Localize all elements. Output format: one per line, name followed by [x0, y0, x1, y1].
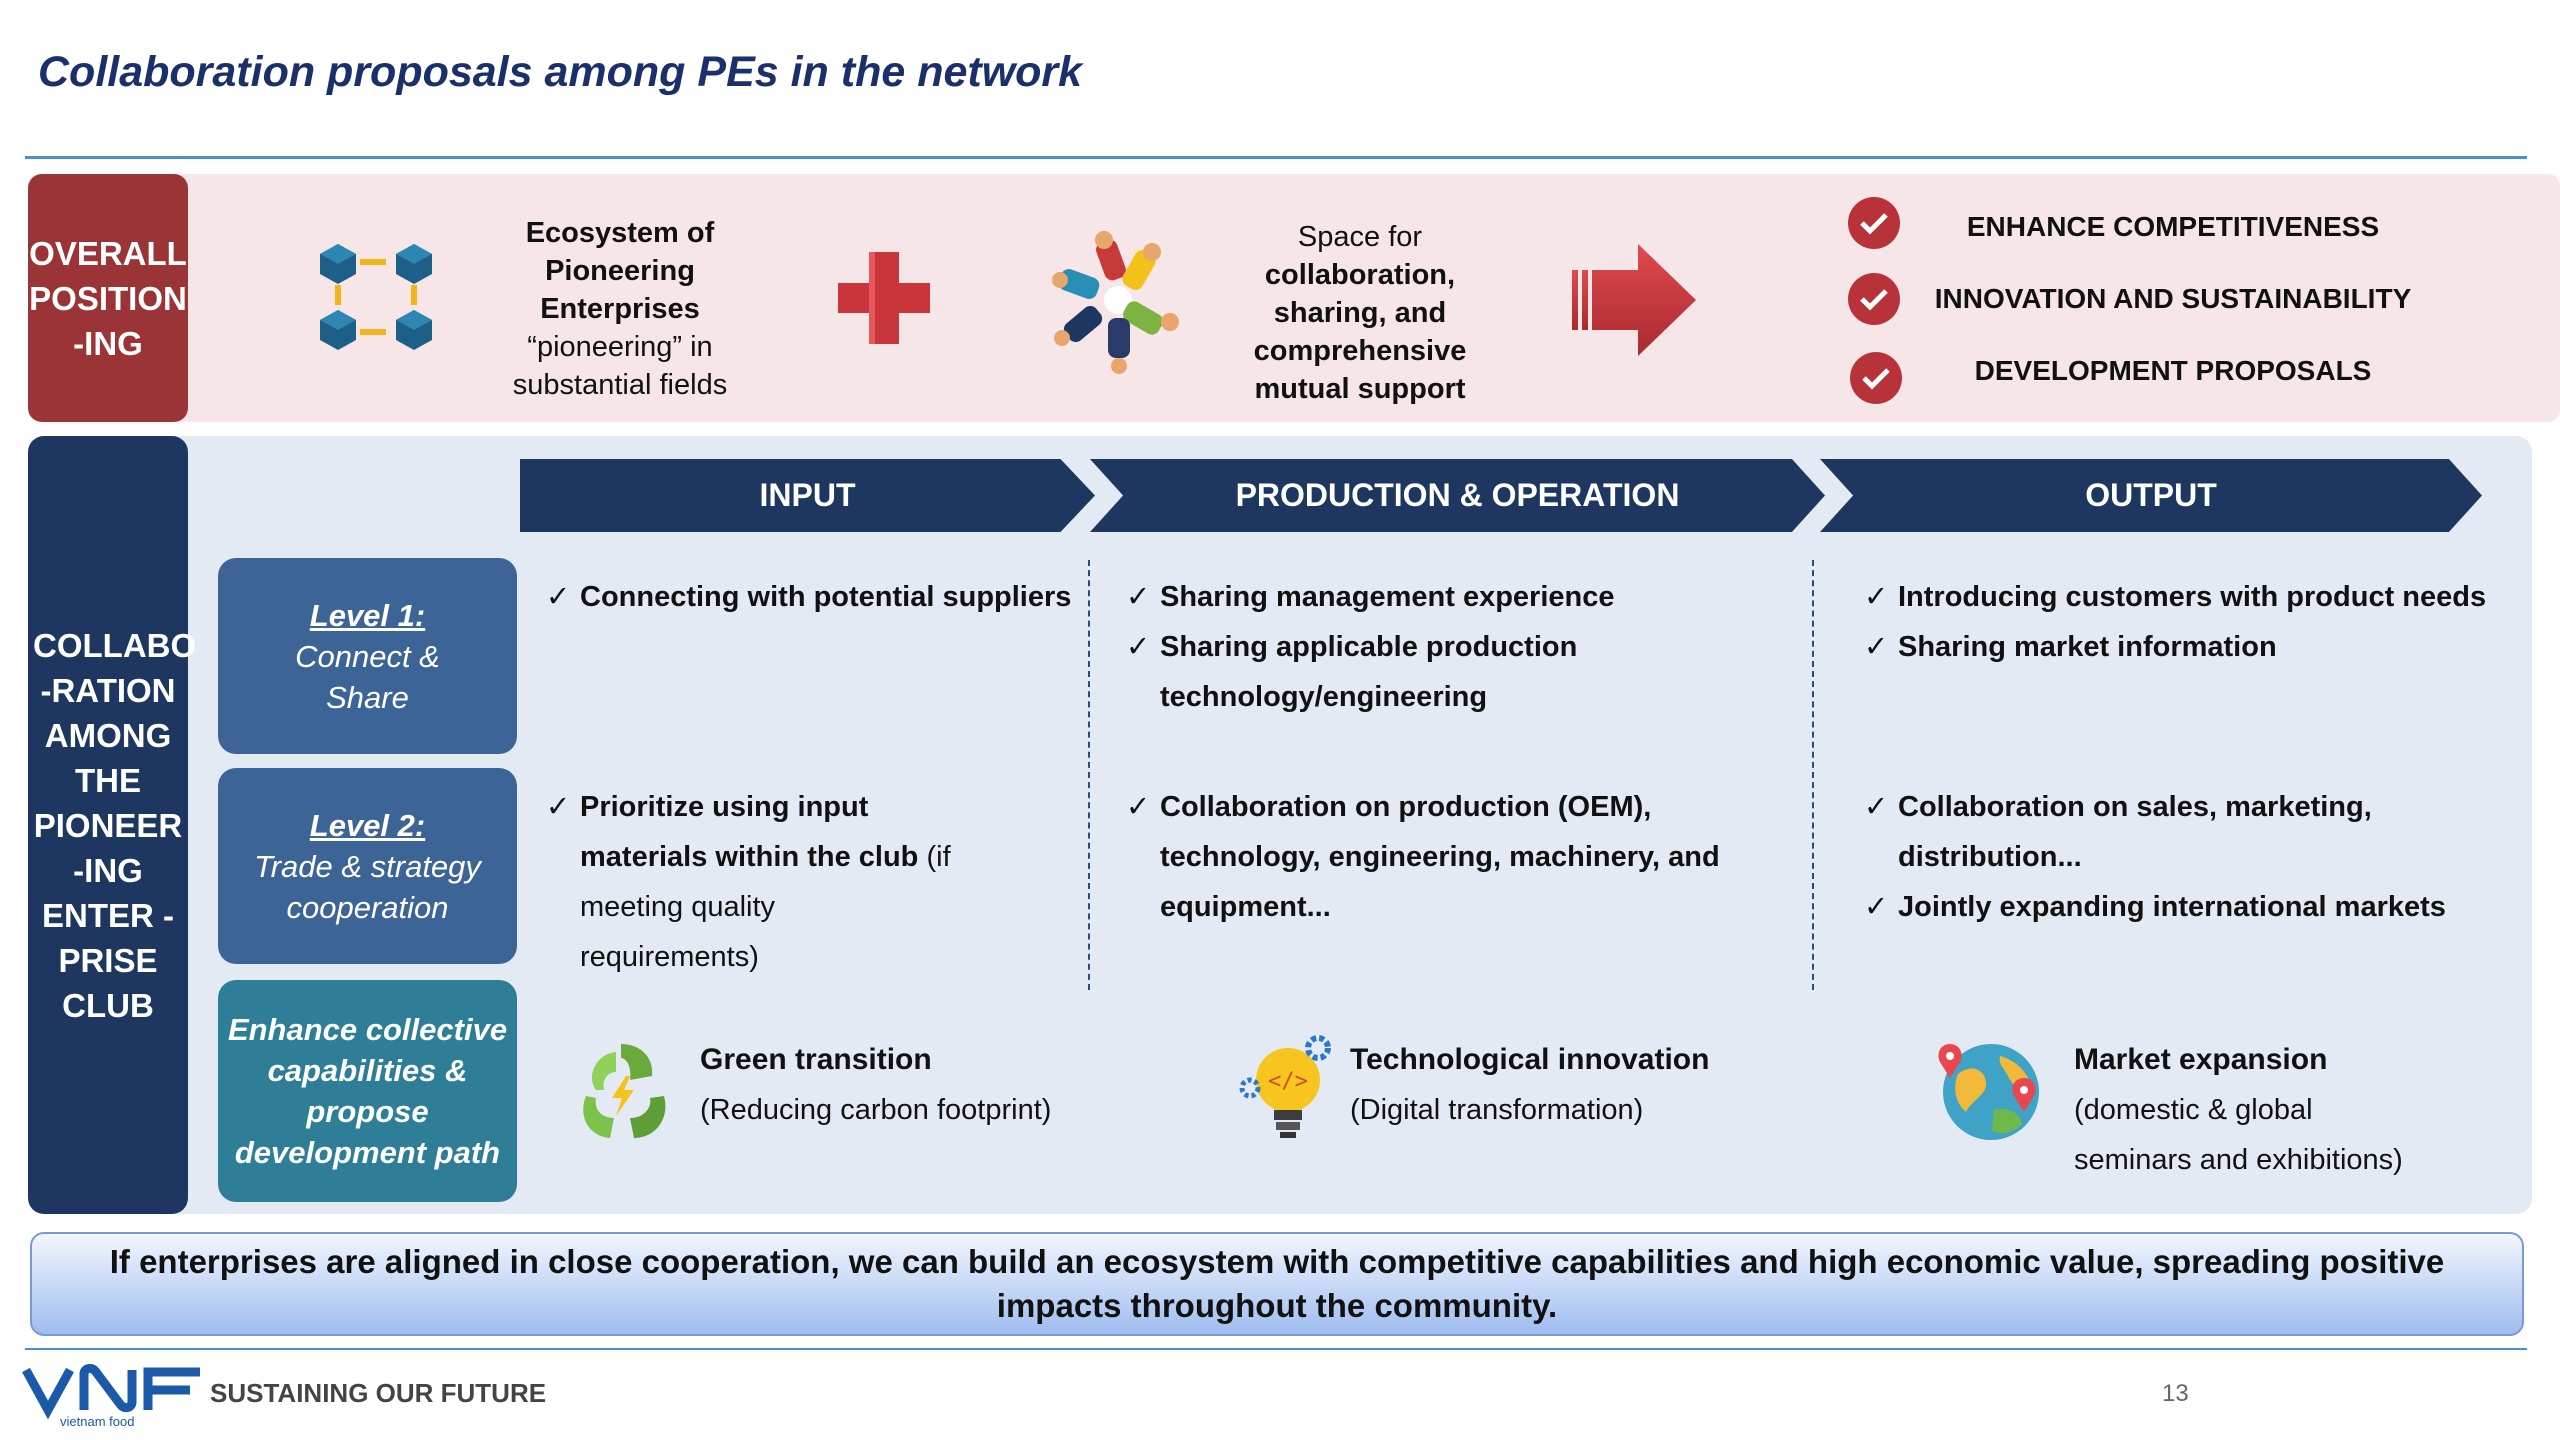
level-1-title: Level 1:	[309, 597, 426, 633]
l2-input-text: Prioritize using input materials within …	[580, 791, 919, 873]
check-icon: ✓	[1864, 581, 1889, 613]
space-main: collaboration, sharing, and comprehensiv…	[1253, 259, 1467, 405]
l1-output-list: ✓Introducing customers with product need…	[1864, 572, 2524, 672]
globe-pin-icon	[1936, 1034, 2046, 1144]
feature-tech-title: Technological innovation	[1350, 1043, 1710, 1076]
feature-green-sub: (Reducing carbon footprint)	[700, 1094, 1052, 1126]
feature-green: Green transition (Reducing carbon footpr…	[700, 1035, 1051, 1135]
check-icon: ✓	[546, 791, 571, 823]
goal-check-icon	[1848, 197, 1900, 249]
l2-production-item: ✓ Collaboration on production (OEM), tec…	[1126, 782, 1786, 932]
list-item: ✓Sharing applicable production technolog…	[1126, 622, 1786, 722]
feature-tech: Technological innovation (Digital transf…	[1350, 1035, 1709, 1135]
feature-market: Market expansion (domestic & global semi…	[2074, 1035, 2494, 1185]
level-3-box: Enhance collective capabilities & propos…	[218, 980, 517, 1202]
level-2-title: Level 2:	[309, 807, 426, 843]
check-icon: ✓	[1864, 631, 1889, 663]
list-item: ✓Introducing customers with product need…	[1864, 572, 2524, 622]
check-icon: ✓	[1126, 791, 1151, 823]
footer-divider	[25, 1348, 2527, 1350]
l2-input-item: ✓ Prioritize using input materials withi…	[546, 782, 1066, 982]
stage-input: INPUT	[520, 459, 1095, 532]
space-intro: Space for	[1297, 221, 1423, 253]
check-icon: ✓	[546, 581, 571, 613]
list-item: ✓Sharing market information	[1864, 622, 2524, 672]
goal-competitiveness: ENHANCE COMPETITIVENESS	[1966, 211, 2380, 242]
stage-output: OUTPUT	[1820, 459, 2482, 532]
plus-icon	[836, 250, 932, 346]
page-title: Collaboration proposals among PEs in the…	[38, 48, 1083, 96]
check-icon: ✓	[1864, 791, 1889, 823]
stage-production: PRODUCTION & OPERATION	[1090, 459, 1825, 532]
stage-input-label: INPUT	[759, 477, 856, 513]
goal-innovation: INNOVATION AND SUSTAINABILITY	[1934, 283, 2412, 314]
list-item: ✓Collaboration on sales, marketing, dist…	[1864, 782, 2524, 882]
level-1-desc: Connect & Share	[295, 638, 440, 715]
ecosystem-title: Ecosystem of Pioneering Enterprises	[525, 217, 715, 325]
l1-production-list: ✓Sharing management experience ✓Sharing …	[1126, 572, 1786, 722]
collaboration-club-label: COLLABO -RATION AMONG THE PIONEER -ING E…	[28, 436, 197, 1214]
conclusion-text: If enterprises are aligned in close coop…	[109, 1243, 2445, 1324]
feature-green-title: Green transition	[700, 1043, 932, 1076]
l2-output-list: ✓Collaboration on sales, marketing, dist…	[1864, 782, 2524, 932]
ecosystem-network-icon	[318, 240, 438, 355]
level-1-box: Level 1: Connect & Share	[218, 558, 517, 754]
goal-check-icon	[1850, 352, 1902, 404]
people-circle-icon	[1048, 226, 1188, 374]
conclusion-banner: If enterprises are aligned in close coop…	[30, 1232, 2524, 1336]
stage-production-label: PRODUCTION & OPERATION	[1235, 477, 1680, 513]
svg-text:vietnam food: vietnam food	[60, 1414, 134, 1429]
collaboration-club-label-text: COLLABO -RATION AMONG THE PIONEER -ING E…	[33, 626, 197, 1024]
list-item: ✓Jointly expanding international markets	[1864, 882, 2524, 932]
recycle-leaves-icon	[566, 1036, 676, 1146]
page-number: 13	[2162, 1380, 2189, 1407]
list-item: ✓Sharing management experience	[1126, 572, 1786, 622]
check-icon: ✓	[1864, 891, 1889, 923]
space-text: Space for collaboration, sharing, and co…	[1210, 218, 1510, 408]
svg-text:</>: </>	[1268, 1069, 1308, 1094]
ecosystem-text: Ecosystem of Pioneering Enterprises “pio…	[480, 214, 760, 404]
stage-output-label: OUTPUT	[2085, 477, 2217, 513]
goal-check-icon	[1848, 273, 1900, 325]
overall-band	[28, 174, 2560, 422]
check-icon: ✓	[1126, 631, 1151, 663]
column-divider	[1088, 560, 1090, 990]
feature-market-title: Market expansion	[2074, 1043, 2328, 1076]
feature-market-sub: (domestic & global seminars and exhibiti…	[2074, 1094, 2403, 1176]
lightbulb-gear-icon: </>	[1238, 1034, 1338, 1144]
vnf-logo: vietnam food	[22, 1360, 204, 1430]
column-divider	[1812, 560, 1814, 990]
l1-input-item: ✓ Connecting with potential suppliers	[546, 572, 1071, 622]
title-divider	[25, 156, 2527, 159]
level-2-desc: Trade & strategy cooperation	[254, 848, 481, 925]
l1-input-text: Connecting with potential suppliers	[580, 581, 1072, 613]
level-2-box: Level 2: Trade & strategy cooperation	[218, 768, 517, 964]
feature-tech-sub: (Digital transformation)	[1350, 1094, 1644, 1126]
overall-positioning-label: OVERALL POSITION -ING	[28, 174, 188, 422]
level-3-desc: Enhance collective capabilities & propos…	[227, 1012, 508, 1170]
goal-development: DEVELOPMENT PROPOSALS	[1974, 355, 2372, 386]
check-icon: ✓	[1126, 581, 1151, 613]
right-arrow-icon	[1570, 242, 1698, 358]
l2-production-text: Collaboration on production (OEM), techn…	[1160, 791, 1720, 923]
footer-slogan: SUSTAINING OUR FUTURE	[210, 1378, 547, 1408]
l2-input-note: (if meeting quality requirements)	[580, 841, 951, 973]
ecosystem-subtitle: “pioneering” in substantial fields	[512, 331, 728, 401]
